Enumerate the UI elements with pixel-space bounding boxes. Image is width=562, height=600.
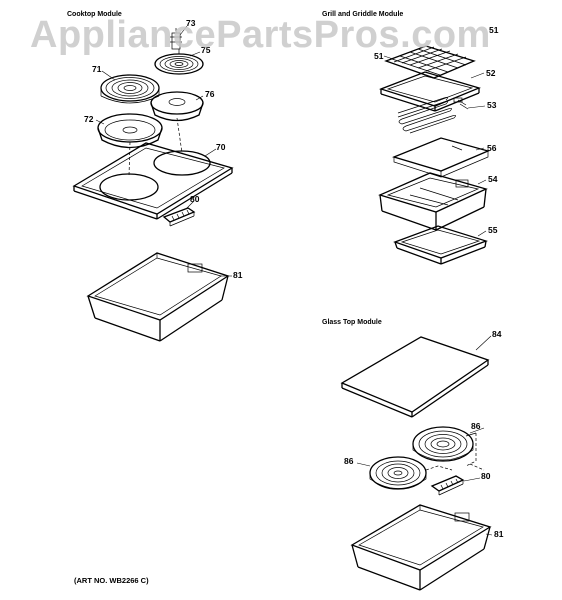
- part-52-grill-tray: [379, 71, 481, 112]
- callout-81-cooktop: 81: [233, 270, 243, 280]
- part-73-terminal-block: [170, 28, 182, 50]
- part-81-burner-box-cooktop: [86, 252, 230, 342]
- module-title-glass: Glass Top Module: [322, 319, 382, 326]
- part-86-radiant-element-left: [369, 456, 427, 490]
- part-55-drip-tray: [393, 225, 488, 265]
- part-54-grill-housing: [378, 172, 488, 231]
- part-80-terminal-strip-glass: [430, 475, 465, 496]
- part-71-surface-element-large: [100, 74, 160, 104]
- callout-70: 70: [216, 142, 226, 152]
- callout-55: 55: [488, 225, 498, 235]
- callout-51: 51: [374, 51, 384, 61]
- callout-80-glass: 80: [481, 471, 491, 481]
- art-number: (ART NO. WB2266 C): [74, 576, 149, 585]
- part-84-glass-cooktop: [340, 336, 490, 418]
- module-title-grill: Grill and Griddle Module: [322, 11, 404, 18]
- part-76-drip-pan-small: [150, 91, 204, 122]
- callout-71: 71: [92, 64, 102, 74]
- glass-leader-lines: [356, 335, 493, 536]
- part-81-burner-box-glass: [350, 504, 492, 591]
- callout-53: 53: [487, 100, 497, 110]
- callout-81-glass: 81: [494, 529, 504, 539]
- callout-56: 56: [487, 143, 497, 153]
- callout-72: 72: [84, 114, 94, 124]
- part-53-grill-heating-element: [397, 96, 469, 134]
- part-75-surface-element-small: [154, 49, 204, 75]
- callout-86-right: 86: [471, 421, 481, 431]
- callout-73: 73: [186, 18, 196, 28]
- part-80-terminal-strip-cooktop: [162, 207, 196, 227]
- cooktop-leader-lines: [95, 25, 232, 277]
- module-title-cooktop: Cooktop Module: [67, 11, 122, 18]
- part-56-reflector: [392, 137, 490, 178]
- part-51-grill-grate: [384, 45, 476, 79]
- callout-54: 54: [488, 174, 498, 184]
- part-86-radiant-element-right: [412, 426, 477, 462]
- glass-top-wires: [425, 433, 485, 471]
- grill-leader-lines: [383, 55, 487, 237]
- callout-80-cooktop: 80: [190, 194, 200, 204]
- callout-52: 52: [486, 68, 496, 78]
- callout-86-left: 86: [344, 456, 354, 466]
- callout-76: 76: [205, 89, 215, 99]
- part-70-cooktop-top: [72, 117, 234, 220]
- callout-51-top: 51: [489, 25, 499, 35]
- watermark: AppliancePartsPros.com: [30, 14, 491, 56]
- callout-75: 75: [201, 45, 211, 55]
- callout-84: 84: [492, 329, 502, 339]
